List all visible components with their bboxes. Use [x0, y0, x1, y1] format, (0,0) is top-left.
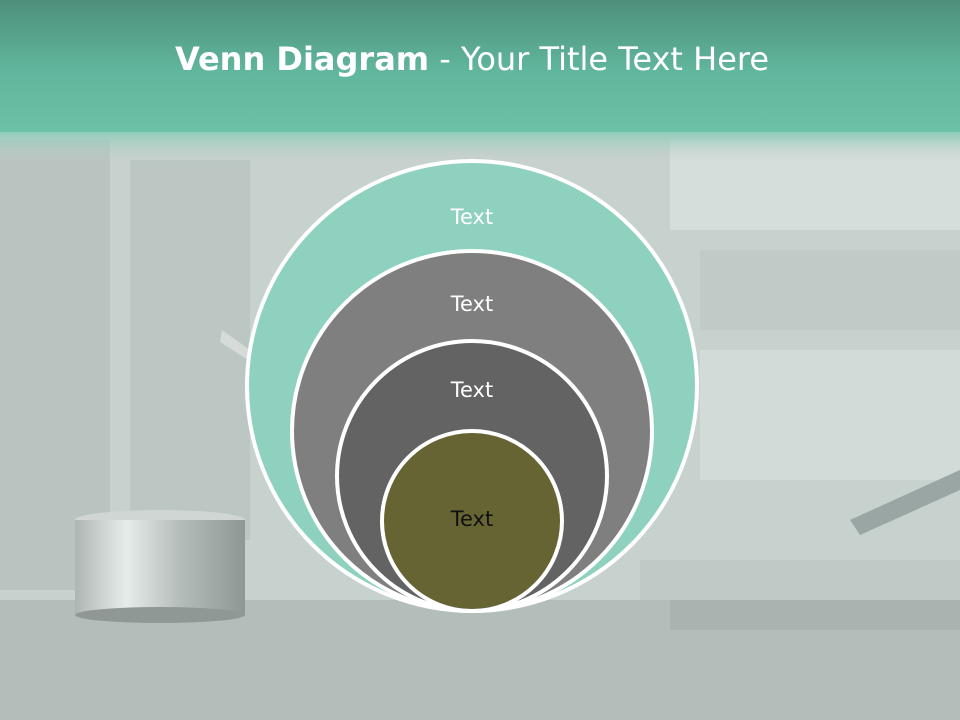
- title-rest: - Your Title Text Here: [429, 40, 770, 78]
- circle-second-label: Text: [450, 292, 493, 316]
- title-bold: Venn Diagram: [174, 40, 430, 78]
- circle-third-label: Text: [450, 378, 493, 402]
- slide-title: Venn Diagram - Your Title Text Here: [0, 40, 944, 78]
- circle-inner: Text: [380, 429, 564, 613]
- circle-outer-label: Text: [450, 205, 493, 229]
- circle-inner-label: Text: [450, 507, 493, 531]
